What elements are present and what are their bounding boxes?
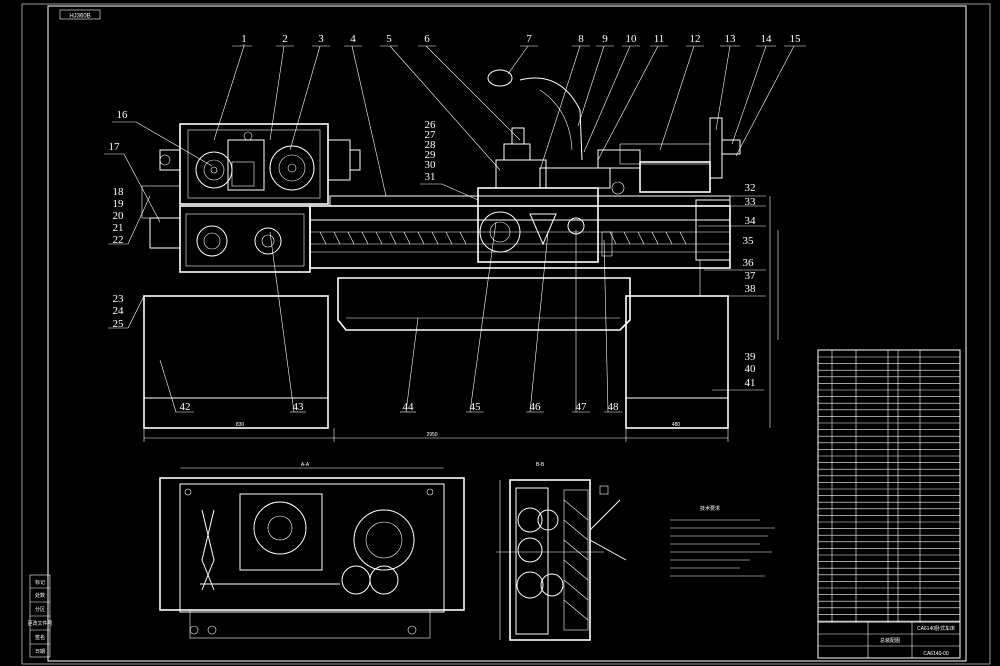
callout-leaders — [104, 44, 806, 413]
callout: 30 — [425, 159, 437, 171]
dim-left: 830 — [236, 422, 245, 428]
callout: 46 — [530, 401, 542, 413]
callout: 43 — [293, 401, 305, 413]
callout: 31 — [425, 171, 436, 183]
callout: 27 — [425, 129, 437, 141]
revision-stamp: 标记 处数 分区 更改文件号 签名 日期 — [27, 574, 53, 658]
stamp-cell: 签名 — [35, 634, 45, 641]
callout: 33 — [745, 196, 757, 208]
callout: 17 — [109, 141, 121, 153]
callout: 8 — [578, 33, 584, 45]
sheet-inner-border — [47, 5, 967, 662]
tailstock — [639, 161, 711, 193]
stamp-cell: 更改文件号 — [27, 620, 52, 627]
title-block-sub: 总装配图 — [880, 637, 900, 644]
callout: 25 — [113, 318, 125, 330]
callout: 7 — [526, 33, 532, 45]
callout: 26 — [425, 119, 437, 131]
callout: 13 — [725, 33, 737, 45]
callout: 23 — [113, 293, 125, 305]
notes-title: 技术要求 — [700, 505, 720, 512]
callout: 4 — [350, 33, 356, 45]
sheet-outer-border — [21, 3, 991, 665]
callout: 15 — [790, 33, 802, 45]
callout: 24 — [113, 305, 125, 317]
callout: 12 — [690, 33, 701, 45]
lathe-bed — [309, 205, 731, 269]
callout: 5 — [386, 33, 392, 45]
chip-pan — [337, 277, 631, 331]
stamp-cell: 标记 — [35, 579, 45, 586]
callout: 10 — [626, 33, 638, 45]
callout: 1 — [241, 33, 247, 45]
left-pedestal — [143, 295, 329, 429]
callout: 39 — [745, 351, 757, 363]
callout: 2 — [282, 33, 288, 45]
callout: 20 — [113, 210, 125, 222]
title-block-name: CA6140卧式车床 — [917, 625, 955, 632]
callout: 28 — [425, 139, 437, 151]
callout: 42 — [180, 401, 191, 413]
apron — [477, 187, 599, 263]
stamp-cell: 处数 — [35, 592, 45, 599]
work-lamp — [487, 69, 513, 87]
callout: 21 — [113, 222, 124, 234]
corner-label: HJ360B — [69, 14, 90, 20]
section-view-b: B-B — [496, 462, 627, 641]
title-block-code: CA6140-00 — [923, 651, 949, 657]
callout: 14 — [761, 33, 773, 45]
callout: 35 — [743, 235, 755, 247]
callout: 37 — [745, 270, 757, 282]
callout: 9 — [602, 33, 608, 45]
callout: 36 — [743, 257, 755, 269]
dim-right: 480 — [672, 422, 681, 428]
callout-numbers: 1 2 3 4 5 6 7 8 9 10 11 12 13 14 15 16 1… — [109, 33, 802, 413]
feed-box — [179, 205, 311, 273]
callout: 22 — [113, 234, 124, 246]
title-block: CA6140卧式车床 总装配图 CA6140-00 — [817, 621, 961, 659]
stamp-cell: 分区 — [35, 606, 45, 613]
callout: 48 — [608, 401, 620, 413]
callout: 34 — [745, 215, 757, 227]
callout: 41 — [745, 377, 756, 389]
section-label-a: A-A — [301, 462, 310, 468]
callout: 40 — [745, 363, 757, 375]
callout: 29 — [425, 149, 437, 161]
callout: 11 — [654, 33, 665, 45]
right-pedestal — [625, 295, 729, 429]
lathe-elevation: 2950 830 480 — [141, 69, 779, 442]
callout: 45 — [470, 401, 482, 413]
callout: 6 — [424, 33, 430, 45]
callout: 44 — [403, 401, 415, 413]
technical-notes: 技术要求 — [670, 505, 775, 577]
dim-total: 2950 — [426, 432, 437, 438]
callout: 38 — [745, 283, 757, 295]
callout: 18 — [113, 186, 125, 198]
callout: 19 — [113, 198, 125, 210]
callout: 16 — [117, 109, 129, 121]
parts-list — [817, 349, 961, 623]
section-label-b: B-B — [536, 462, 545, 468]
callout: 3 — [318, 33, 324, 45]
callout: 47 — [576, 401, 588, 413]
corner-label-box — [59, 9, 101, 20]
stamp-cell: 日期 — [35, 649, 45, 655]
callout: 32 — [745, 182, 756, 194]
section-view-a: A-A — [159, 462, 465, 639]
